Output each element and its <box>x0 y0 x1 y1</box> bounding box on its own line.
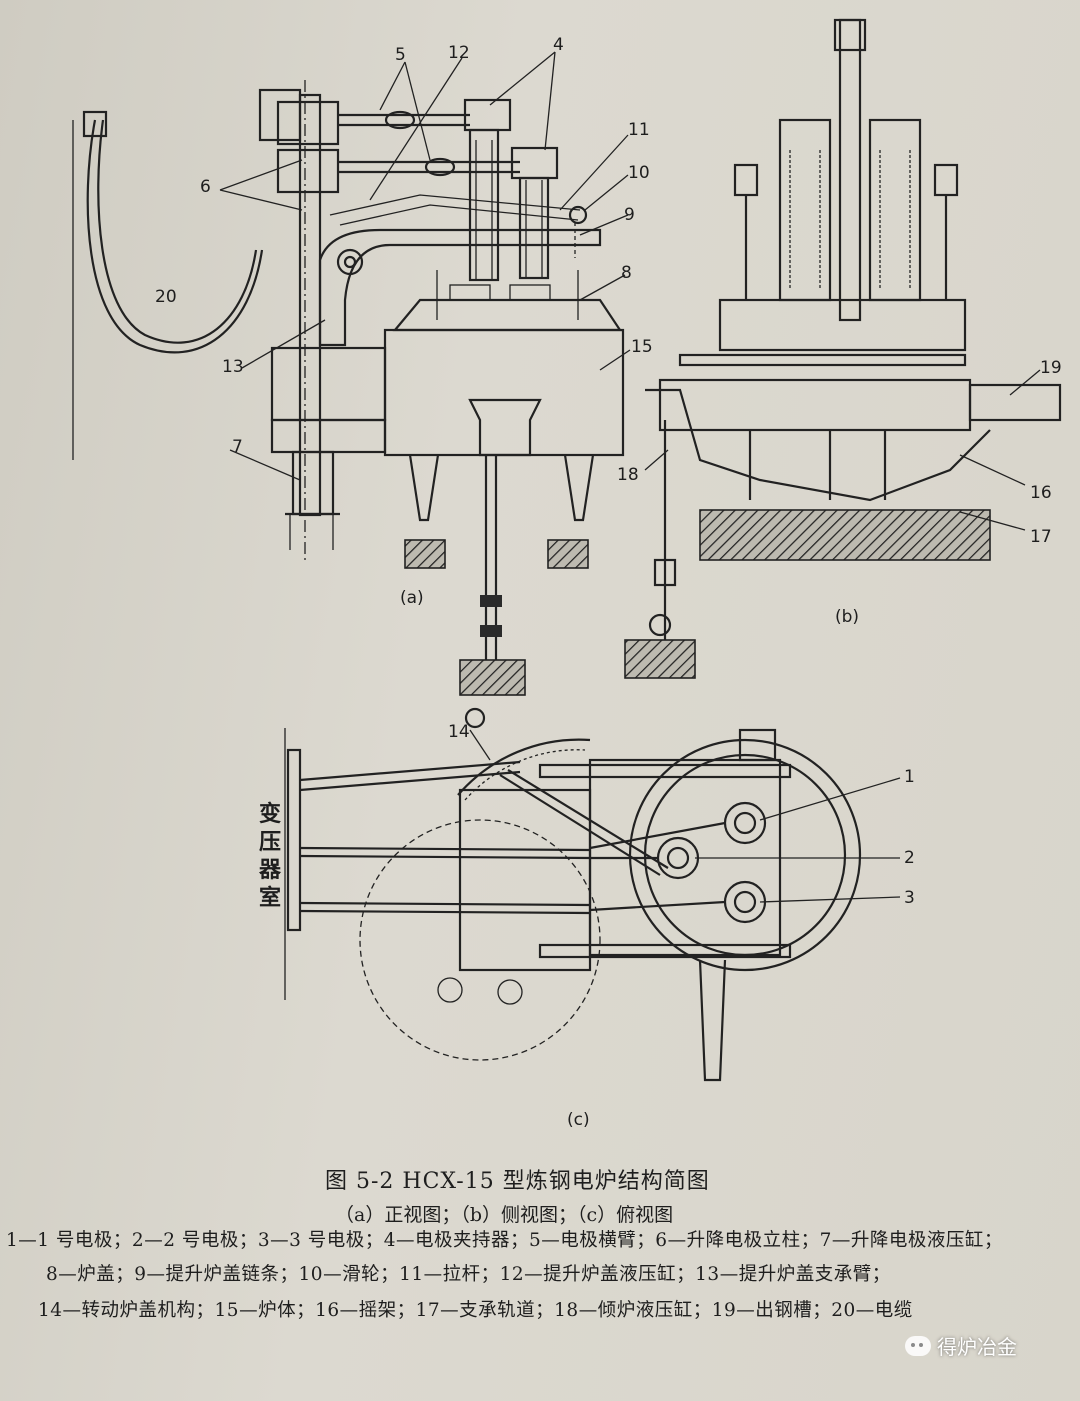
transformer-wall <box>286 748 302 932</box>
electrode-2 <box>656 836 700 880</box>
furnace-body-15 <box>383 328 625 457</box>
tapping-spout-19 <box>968 383 1062 422</box>
legend-line-3: 14—转动炉盖机构；15—炉体；16—摇架；17—支承轨道；18—倾炉液压缸；1… <box>38 1300 913 1321</box>
rocker-16 <box>645 388 991 502</box>
label-16: 16 <box>1030 483 1052 503</box>
label-8: 8 <box>621 263 632 283</box>
support-arm-13 <box>318 228 602 347</box>
view-label-a: (a) <box>400 588 424 608</box>
label-10: 10 <box>628 163 650 183</box>
part-number-labels: 5 12 4 6 11 10 9 8 20 15 13 19 7 18 16 1… <box>155 35 1062 1130</box>
pulley-10 <box>568 205 588 225</box>
electrode-clamp-4 <box>463 98 512 132</box>
label-12: 12 <box>448 43 470 63</box>
watermark: 得炉冶金 <box>905 1331 1017 1360</box>
top-shell-outer <box>628 738 862 972</box>
side-furnace-body <box>658 378 972 432</box>
label-18: 18 <box>617 465 639 485</box>
label-6: 6 <box>200 177 211 197</box>
label-1: 1 <box>904 767 915 787</box>
view-label-c: (c) <box>567 1110 590 1130</box>
roof-swing-mechanism-14 <box>457 738 591 796</box>
leader-lines <box>219 51 1041 531</box>
legend-line-2: 8—炉盖；9—提升炉盖链条；10—滑轮；11—拉杆；12—提升炉盖液压缸；13—… <box>46 1264 891 1285</box>
transformer-room-label: 变压器室 <box>258 801 281 911</box>
top-view <box>284 707 901 1082</box>
figure-subtitle: （a）正视图；（b）侧视图；（c）俯视图 <box>335 1204 674 1226</box>
label-9: 9 <box>624 205 635 225</box>
label-15: 15 <box>631 337 653 357</box>
label-4: 4 <box>553 35 564 55</box>
furnace-roof-8 <box>392 298 623 332</box>
label-13: 13 <box>222 357 244 377</box>
pull-rod-11 <box>329 194 581 216</box>
label-19: 19 <box>1040 358 1062 378</box>
label-3: 3 <box>904 888 915 908</box>
label-11: 11 <box>628 120 650 140</box>
legend-line-1: 1—1 号电极；2—2 号电极；3—3 号电极；4—电极夹持器；5—电极横臂；6… <box>6 1230 1003 1251</box>
figure-title: 图 5-2 HCX-15 型炼钢电炉结构简图 <box>325 1169 710 1194</box>
side-electrode <box>838 18 862 322</box>
label-7: 7 <box>232 437 243 457</box>
wechat-icon <box>905 1335 931 1356</box>
cable-terminal <box>82 110 108 138</box>
tap-hole <box>468 398 542 457</box>
support-rail-17 <box>699 509 991 561</box>
electrode-1 <box>723 801 767 845</box>
label-17: 17 <box>1030 527 1052 547</box>
view-label-b: (b) <box>835 607 859 627</box>
electrode <box>468 128 500 282</box>
electrode-3 <box>723 880 767 924</box>
front-view <box>72 80 625 696</box>
label-5: 5 <box>395 45 406 65</box>
label-20: 20 <box>155 287 177 307</box>
label-2: 2 <box>904 848 915 868</box>
watermark-text: 得炉冶金 <box>937 1335 1017 1359</box>
cable-20 <box>86 119 264 354</box>
side-view <box>624 18 1062 679</box>
label-14: 14 <box>448 722 470 742</box>
